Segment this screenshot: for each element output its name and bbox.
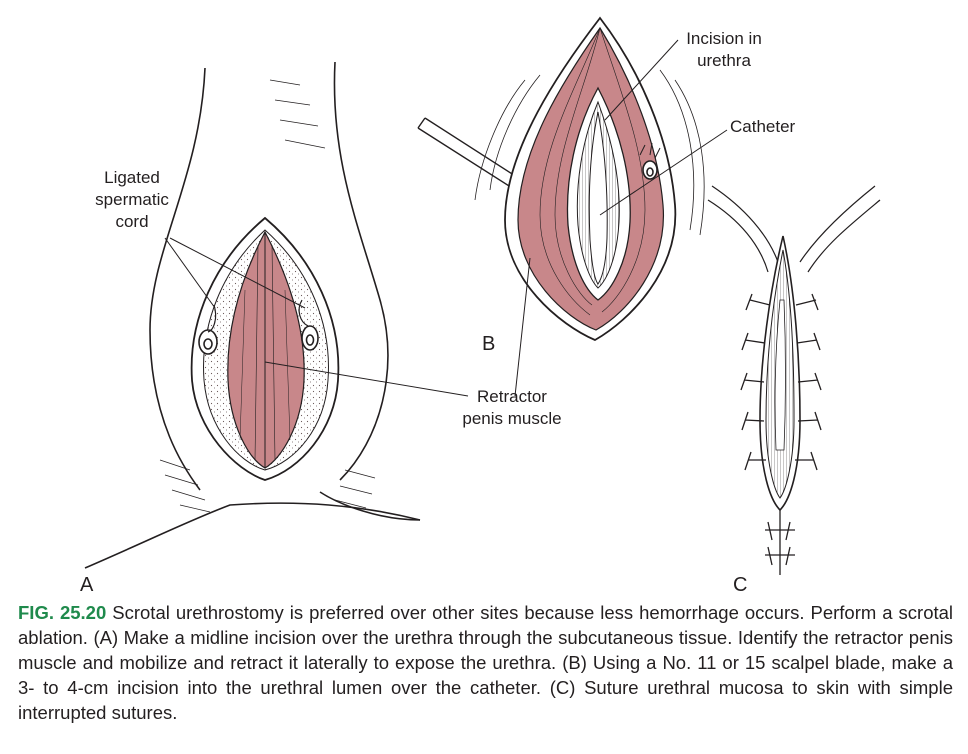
label-ligated-spermatic-cord-1: Ligated [104,168,160,187]
label-incision-in-urethra-1: Incision in [686,29,762,48]
label-ligated-spermatic-cord-3: cord [115,212,148,231]
panel-letter-c: C [733,574,747,596]
caption-text: Scrotal urethrostomy is preferred over o… [18,602,954,723]
illustration: Ligated spermatic cord Incision in ureth… [80,16,881,596]
label-ligated-spermatic-cord-2: spermatic [95,190,169,209]
label-retractor-penis-muscle-2: penis muscle [462,409,561,428]
figure-caption: FIG. 25.20 Scrotal urethrostomy is prefe… [18,600,953,725]
panel-a-drawing [84,61,469,569]
label-retractor-penis-muscle-1: Retractor [477,387,547,406]
label-catheter: Catheter [730,117,796,136]
panel-c-drawing [707,185,881,575]
panel-b-drawing [417,16,728,397]
label-incision-in-urethra-2: urethra [697,51,751,70]
panel-letter-a: A [80,574,94,596]
figure-number: FIG. 25.20 [18,602,107,623]
panel-letter-b: B [482,333,495,355]
